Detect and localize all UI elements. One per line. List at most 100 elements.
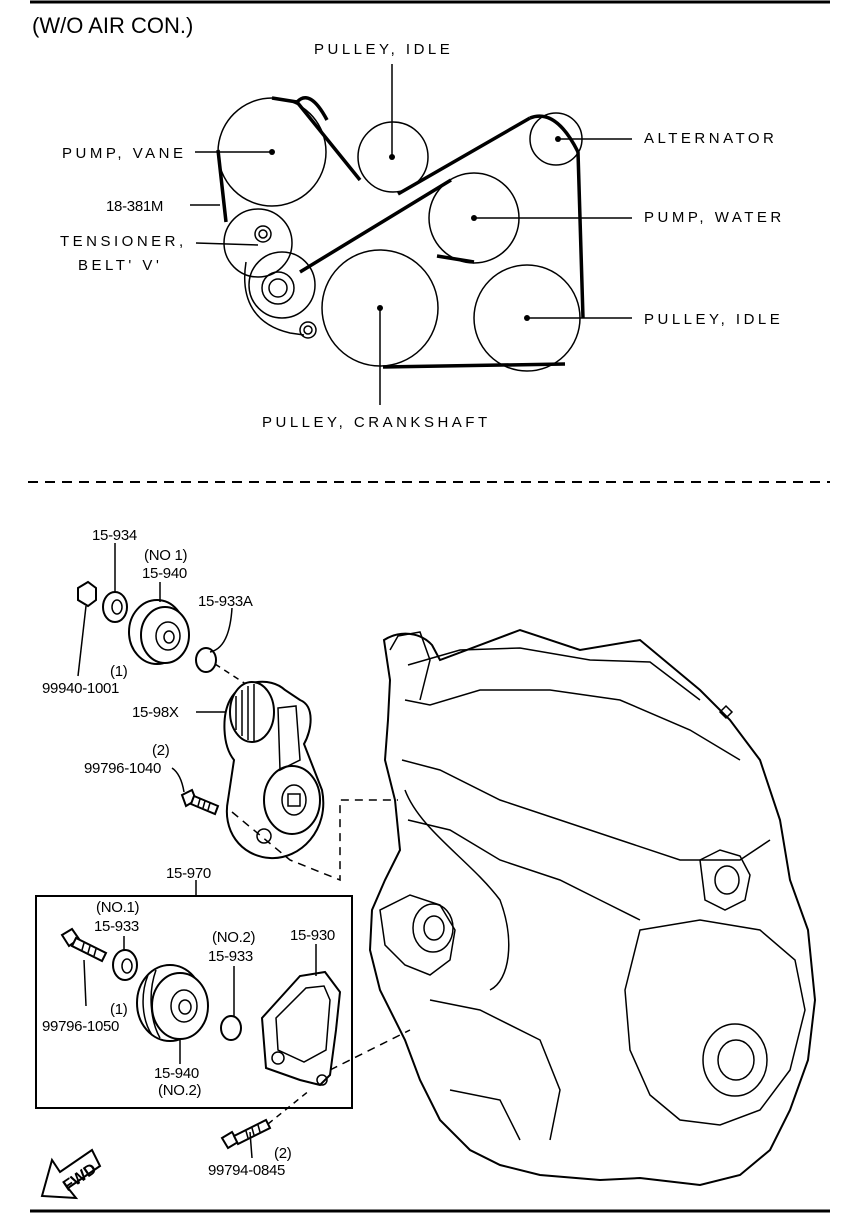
label-qty1-b: (1)	[110, 1001, 128, 1018]
label-pump-vane: PUMP, VANE	[62, 145, 186, 162]
tensioner-pulley-grooved	[229, 681, 275, 743]
leader-99796-1040	[171, 767, 185, 793]
idler-pulley-no2-grooves	[142, 969, 161, 1039]
label-99796-1040: 99796-1040	[84, 760, 161, 777]
engine-transmission-flange	[624, 919, 806, 1126]
tensioner-bolt-bottom-inner	[303, 325, 313, 335]
tensioner-arm-plate	[277, 705, 301, 772]
tensioner-pulley-grooves	[235, 684, 255, 742]
belt-wrap-vane	[295, 96, 329, 121]
engine-cam-cover-top	[407, 647, 701, 701]
tensioner-bolt-top	[254, 225, 272, 243]
dot-idle-right	[524, 315, 530, 321]
kit-15970-box	[35, 895, 353, 1109]
tensioner-pulley	[248, 251, 316, 319]
exploded-parts-view	[35, 543, 411, 1200]
idler-pulley-no1-hub	[155, 621, 181, 651]
label-pulley-crankshaft: PULLEY, CRANKSHAFT	[262, 414, 491, 431]
engine-head-line	[401, 759, 771, 861]
bolt-1050-thread	[81, 942, 97, 957]
engine-crank-seal-inner	[717, 1039, 755, 1081]
tensioner-hub	[261, 271, 295, 305]
label-no1-b: (NO.1)	[96, 899, 140, 916]
tensioner-hub-inner	[268, 278, 288, 298]
section-title: (W/O AIR CON.)	[32, 13, 193, 38]
fwd-arrow-icon	[40, 1148, 102, 1200]
spacer-15933-no2	[220, 1015, 242, 1041]
engine-block	[368, 628, 817, 1187]
engine-water-pump-housing	[379, 894, 456, 976]
label-tensioner-1: TENSIONER,	[60, 233, 187, 250]
leader-nut	[77, 605, 87, 677]
label-belt-part: 18-381M	[106, 198, 163, 215]
label-alternator: ALTERNATOR	[644, 130, 777, 147]
label-15940-b: 15-940	[154, 1065, 199, 1082]
bolt-thread	[197, 798, 211, 811]
belt-wrap-alternator	[529, 114, 580, 153]
label-99940-1001: 99940-1001	[42, 680, 119, 697]
dot-crankshaft	[377, 305, 383, 311]
label-no2-b: (NO.2)	[158, 1082, 202, 1099]
label-15940-a: 15-940	[142, 565, 187, 582]
engine-filler-neck	[389, 631, 431, 701]
bracket-15930	[260, 970, 342, 1087]
bolt-99794-shank	[232, 1118, 272, 1146]
leader-99796-1050	[83, 959, 87, 1007]
engine-sensor-boss	[699, 849, 751, 911]
guide-bolt-bracket	[267, 1089, 311, 1125]
dot-idle-top	[389, 154, 395, 160]
tensioner-bolt-top-inner	[258, 229, 268, 239]
label-qty1-a: (1)	[110, 663, 128, 680]
guide-tensioner-engine	[231, 799, 398, 882]
dot-alternator	[555, 136, 561, 142]
label-15-98X: 15-98X	[132, 704, 179, 721]
guide-spacer	[214, 663, 256, 691]
bracket-hole-1	[271, 1051, 285, 1065]
idler-pulley-no2-hole	[178, 999, 192, 1015]
washer-15934-hole	[111, 599, 123, 615]
idler-pulley-no2-hub	[170, 989, 198, 1023]
engine-wire-harness	[404, 789, 510, 991]
label-15934: 15-934	[92, 527, 137, 544]
tensioner-arm	[244, 261, 305, 336]
guide-bracket-engine	[329, 1029, 411, 1071]
label-pulley-idle-top: PULLEY, IDLE	[314, 41, 453, 58]
washer-15933-no1	[112, 949, 138, 981]
idle-pulley-top	[357, 121, 429, 193]
tensioner-base	[263, 765, 321, 835]
washer-15933-no1-hole	[121, 958, 133, 974]
washer-15934	[102, 591, 128, 623]
engine-outline	[368, 628, 817, 1187]
dot-water-pump	[471, 215, 477, 221]
engine-block-line-2	[429, 999, 561, 1141]
label-15930: 15-930	[290, 927, 335, 944]
engine-block-line-1	[407, 819, 641, 921]
tensioner-square-drive	[287, 793, 301, 807]
label-qty2-b: (2)	[274, 1145, 292, 1162]
engine-water-pump-bore	[423, 915, 445, 941]
leader-tensioner	[195, 242, 259, 246]
belt-routing-diagram	[190, 64, 632, 405]
label-15933-no1: 15-933	[94, 918, 139, 935]
label-tensioner-2: BELT' V'	[78, 257, 162, 274]
belt-v	[216, 96, 585, 369]
spacer-15933A	[195, 647, 217, 673]
engine-cam-cover-ridge	[404, 689, 741, 761]
label-99794-0845: 99794-0845	[208, 1162, 285, 1179]
label-qty2-a: (2)	[152, 742, 170, 759]
bracket-hole-2	[316, 1074, 328, 1086]
tensioner-bolt-bottom	[299, 321, 317, 339]
bracket-15930-inner	[275, 985, 331, 1063]
bolt-0845-thread	[245, 1124, 261, 1139]
idler-pulley-no1-hole	[163, 630, 175, 644]
label-no2-a: (NO.2)	[212, 929, 256, 946]
label-pump-water: PUMP, WATER	[644, 209, 785, 226]
engine-crank-seal-bore	[702, 1023, 768, 1097]
label-15933A: 15-933A	[198, 593, 253, 610]
label-15970: 15-970	[166, 865, 211, 882]
engine-stud-top	[718, 704, 734, 720]
idler-pulley-no2-face	[151, 972, 209, 1040]
leader-15933A	[209, 607, 233, 653]
tensioner-mount-hole	[256, 828, 272, 844]
